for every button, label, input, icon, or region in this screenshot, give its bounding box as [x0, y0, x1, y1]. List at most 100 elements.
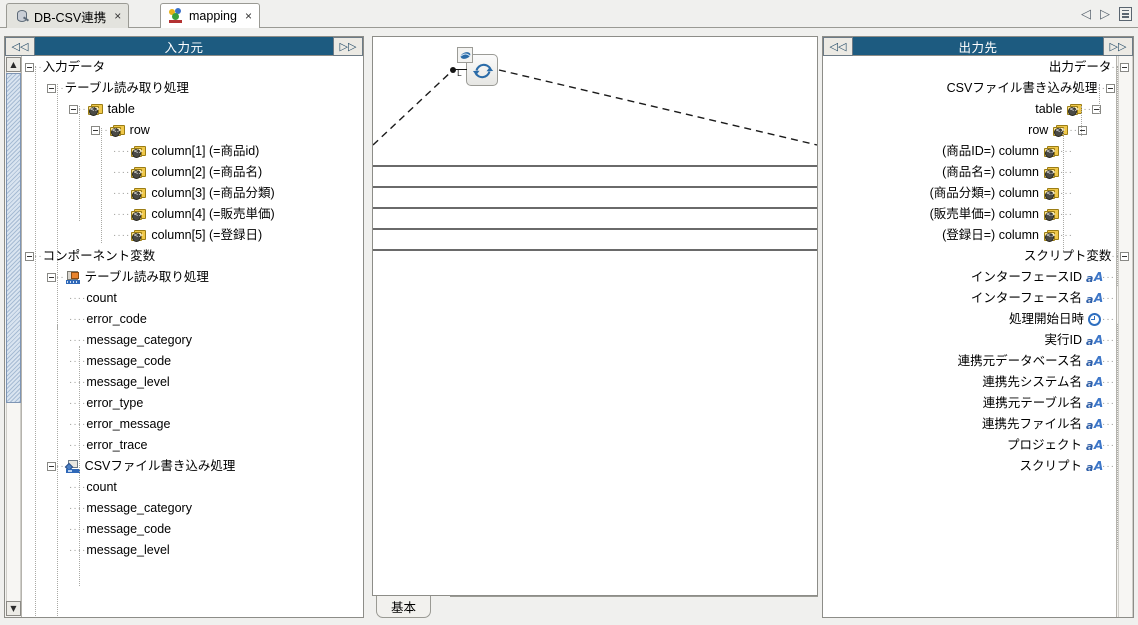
next-tab-icon[interactable]: ▷ [1100, 6, 1110, 22]
target-tree-row[interactable]: 処理開始日時··· [1009, 309, 1115, 330]
target-tree-row[interactable]: (登録日=) column··· [942, 225, 1073, 246]
source-tree-row[interactable]: ··テーブル読み取り処理 [47, 78, 189, 99]
source-expand-right-button[interactable]: ▷▷ [333, 36, 363, 56]
table-read-icon [65, 270, 81, 285]
close-icon[interactable]: × [244, 9, 252, 23]
tree-expander[interactable] [1120, 252, 1129, 261]
target-vertical-scrollbar[interactable] [1116, 56, 1133, 617]
target-tree-row[interactable]: table·· [1035, 99, 1101, 120]
tree-expander[interactable] [25, 63, 34, 72]
source-tree-row-label: message_category [86, 333, 192, 348]
tree-expander[interactable] [1078, 126, 1087, 135]
target-tree-row[interactable]: row·· [1028, 120, 1087, 141]
source-tree-row[interactable]: ····message_code [69, 519, 171, 540]
prev-tab-icon[interactable]: ◁ [1081, 6, 1091, 22]
source-tree-row[interactable]: ····column[5] (=登録日) [113, 225, 262, 246]
source-tree-row[interactable]: ··table [69, 99, 135, 120]
source-tree-row[interactable]: ··row [91, 120, 150, 141]
target-tree-row-label: 連携先システム名 [982, 375, 1082, 390]
tree-guide [79, 106, 80, 221]
tree-expander[interactable] [47, 462, 56, 471]
mapping-node-badge[interactable] [457, 47, 473, 63]
tree-expander[interactable] [47, 273, 56, 282]
source-tree-row-label: column[2] (=商品名) [151, 165, 263, 180]
tree-connector: ··· [1102, 440, 1115, 451]
source-tree-row[interactable]: ····column[1] (=商品id) [113, 141, 259, 162]
source-tree-row[interactable]: ····column[3] (=商品分類) [113, 183, 275, 204]
mapping-canvas[interactable]: L [372, 36, 818, 596]
source-tree-row[interactable]: ····message_category [69, 330, 192, 351]
tab-list-icon[interactable] [1119, 7, 1132, 21]
target-tree-row[interactable]: スクリプト変数·· [1024, 246, 1129, 267]
source-tree-row[interactable]: ····column[4] (=販売単価) [113, 204, 275, 225]
source-tree-row[interactable]: ····count [69, 477, 117, 498]
target-tree-row[interactable]: 出力データ·· [1049, 57, 1129, 78]
tree-connector: ·· [34, 251, 43, 262]
source-collapse-left-button[interactable]: ◁◁ [5, 36, 35, 56]
source-tree-row[interactable]: ····message_level [69, 372, 170, 393]
source-tree-row[interactable]: ····error_message [69, 414, 170, 435]
target-tree-row[interactable]: (商品ID=) column··· [942, 141, 1073, 162]
tree-expander[interactable] [47, 84, 56, 93]
plug-icon [14, 9, 29, 24]
editor-body: ◁◁ 入力元 ▷▷ ▲ ▼ ··入力データ··テーブル読み取り処理··table… [0, 28, 1138, 625]
source-tree-row[interactable]: ····column[2] (=商品名) [113, 162, 262, 183]
tree-connector: ···· [69, 293, 87, 304]
close-icon[interactable]: × [114, 9, 122, 23]
source-tree-row[interactable]: ··CSVファイル書き込み処理 [47, 456, 235, 477]
source-tree-row[interactable]: ····message_category [69, 498, 192, 519]
mapping-node-input-port[interactable] [450, 67, 456, 73]
target-tree: 出力データ··CSVファイル書き込み処理··table··row··(商品ID=… [823, 56, 1133, 617]
tree-guide [35, 66, 36, 617]
scroll-down-icon[interactable]: ▼ [6, 601, 21, 616]
tree-connector: ···· [69, 335, 87, 346]
tree-expander[interactable] [1106, 84, 1115, 93]
source-tree-row[interactable]: ····error_type [69, 393, 143, 414]
tree-guide [101, 128, 102, 243]
tree-connector: ··· [1102, 335, 1115, 346]
target-collapse-left-button[interactable]: ◁◁ [823, 36, 853, 56]
editor-tab-mapping[interactable]: mapping × [160, 3, 260, 28]
canvas-connector-lines [373, 69, 817, 251]
tree-connector: ··· [1102, 356, 1115, 367]
canvas-tab-basic[interactable]: 基本 [376, 596, 432, 618]
tree-expander[interactable] [25, 252, 34, 261]
target-tree-row[interactable]: (商品名=) column··· [942, 162, 1073, 183]
tree-guide [1063, 128, 1064, 253]
target-expand-right-button[interactable]: ▷▷ [1103, 36, 1133, 56]
mapping-icon [168, 8, 184, 24]
target-tree-row[interactable]: CSVファイル書き込み処理·· [947, 78, 1115, 99]
tree-expander[interactable] [91, 126, 100, 135]
xml-node-icon [1043, 145, 1060, 159]
source-tree-row[interactable]: ····message_level [69, 540, 170, 561]
source-tree-row[interactable]: ··コンポーネント変数 [25, 246, 155, 267]
source-tree-row[interactable]: ····error_code [69, 309, 147, 330]
tree-expander[interactable] [1120, 63, 1129, 72]
source-tree-row[interactable]: ····count [69, 288, 117, 309]
tree-connector: ·· [1069, 125, 1078, 136]
tree-expander[interactable] [69, 105, 78, 114]
source-tree-row[interactable]: ····error_trace [69, 435, 147, 456]
scroll-up-icon[interactable]: ▲ [6, 57, 21, 72]
source-tree-row[interactable]: ··入力データ [25, 57, 105, 78]
editor-tab-db-csv[interactable]: DB-CSV連携 × [6, 3, 130, 28]
source-tree-row[interactable]: ··テーブル読み取り処理 [47, 267, 209, 288]
target-tree-row[interactable]: (販売単価=) column··· [930, 204, 1073, 225]
source-tree-row[interactable]: ····message_code [69, 351, 171, 372]
target-tree-row[interactable]: (商品分類=) column··· [930, 183, 1073, 204]
source-scroll-thumb[interactable] [6, 73, 21, 403]
source-tree-row-label: message_code [86, 354, 172, 369]
source-tree-row-label: column[4] (=販売単価) [151, 207, 275, 222]
tree-expander[interactable] [1092, 105, 1101, 114]
source-vertical-scrollbar[interactable]: ▲ ▼ [5, 56, 22, 617]
